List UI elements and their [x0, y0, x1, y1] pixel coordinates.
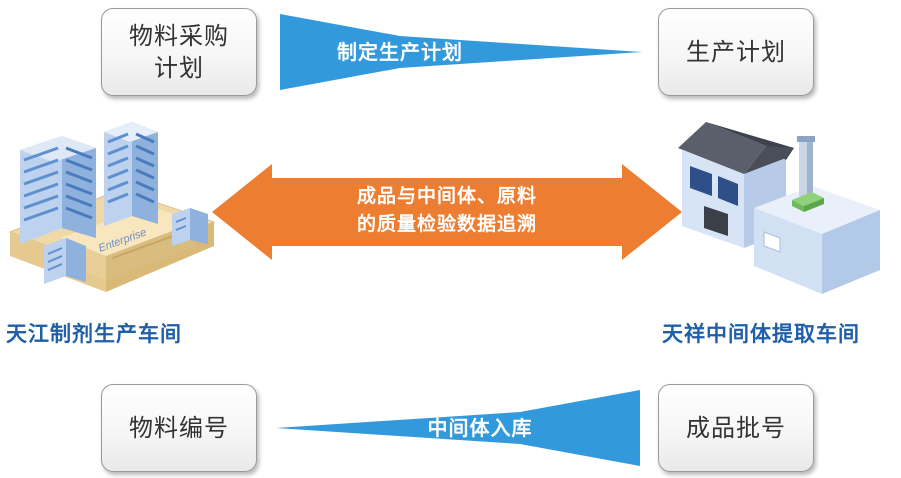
- bottom-arrow-label: 中间体入库: [427, 416, 533, 440]
- finished-batch-box: 成品批号: [658, 384, 814, 472]
- left-building-caption: 天江制剂生产车间: [6, 322, 182, 346]
- production-plan-box: 生产计划: [658, 8, 814, 96]
- middle-arrow-label-line1: 成品与中间体、原料: [356, 185, 537, 207]
- top-arrow-label: 制定生产计划: [337, 40, 463, 64]
- middle-double-arrow: [212, 164, 682, 260]
- right-building-caption: 天祥中间体提取车间: [662, 322, 860, 346]
- bottom-left-arrow: [276, 390, 640, 466]
- top-right-arrow: [280, 14, 642, 90]
- material-code-box: 物料编号: [101, 384, 257, 472]
- material-purchase-plan-box: 物料采购 计划: [101, 8, 257, 96]
- middle-arrow-label-line2: 的质量检验数据追溯: [356, 213, 537, 235]
